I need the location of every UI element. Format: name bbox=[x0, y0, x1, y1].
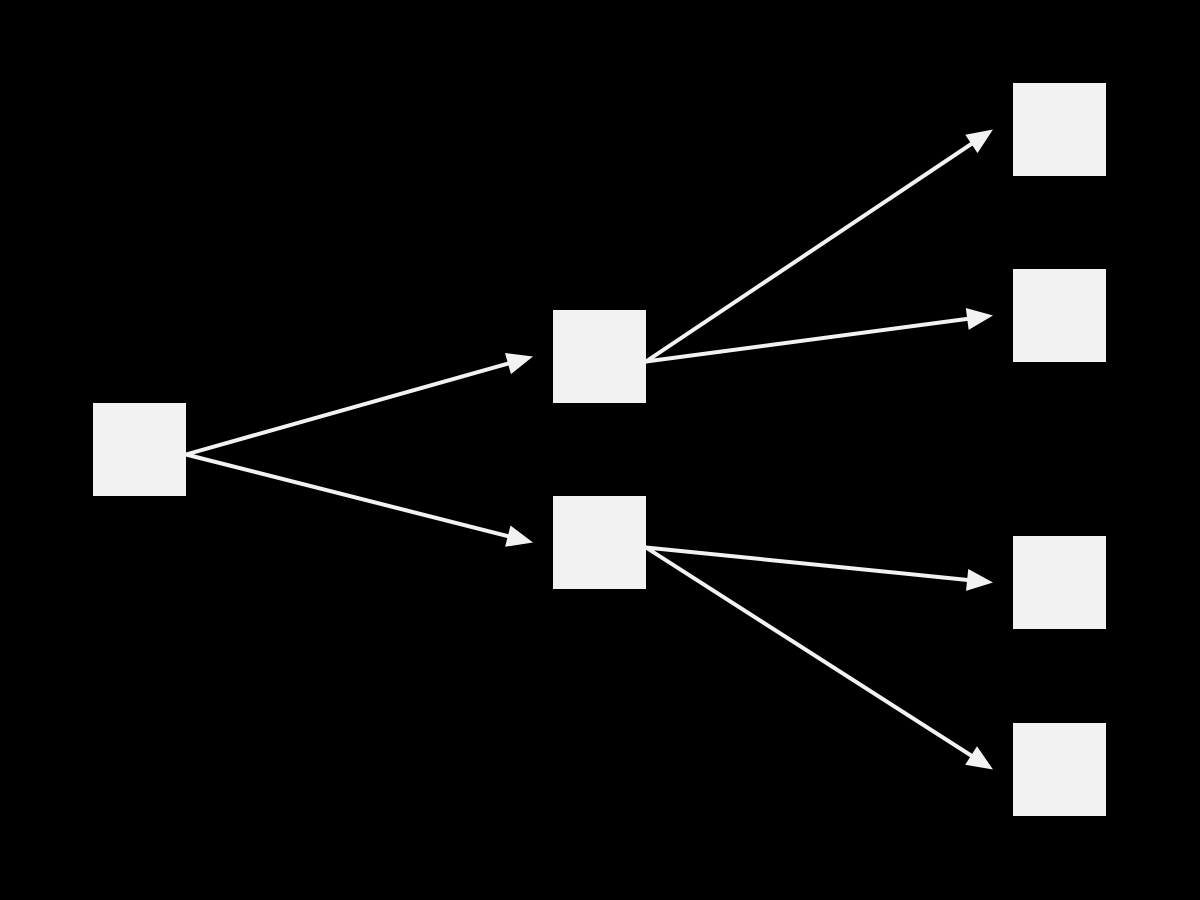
node-box bbox=[1013, 83, 1106, 176]
arrowhead-icon bbox=[965, 129, 993, 154]
node-box bbox=[1013, 536, 1106, 629]
node-mid-bottom bbox=[553, 496, 646, 589]
node-box bbox=[553, 496, 646, 589]
arrowhead-icon bbox=[966, 568, 993, 591]
edge-line bbox=[644, 545, 972, 583]
arrowhead-icon bbox=[965, 308, 993, 330]
edge-line bbox=[184, 361, 512, 457]
node-box bbox=[93, 403, 186, 496]
node-box bbox=[1013, 269, 1106, 362]
node-leaf-1 bbox=[1013, 83, 1106, 176]
edge-mid-bottom-to-leaf-4 bbox=[644, 545, 993, 770]
edge-root-to-mid-top bbox=[184, 352, 533, 457]
node-leaf-4 bbox=[1013, 723, 1106, 816]
edge-mid-top-to-leaf-2 bbox=[644, 308, 993, 364]
node-box bbox=[553, 310, 646, 403]
edge-root-to-mid-bottom bbox=[184, 452, 533, 547]
arrowhead-icon bbox=[505, 525, 533, 547]
node-box bbox=[1013, 723, 1106, 816]
node-leaf-2 bbox=[1013, 269, 1106, 362]
edge-line bbox=[644, 316, 972, 364]
node-mid-top bbox=[553, 310, 646, 403]
edges-layer bbox=[184, 129, 993, 770]
node-root bbox=[93, 403, 186, 496]
arrowhead-icon bbox=[504, 352, 533, 375]
nodes-layer bbox=[93, 83, 1106, 816]
edge-mid-bottom-to-leaf-3 bbox=[644, 545, 993, 591]
edge-line bbox=[644, 545, 975, 759]
arrowhead-icon bbox=[965, 746, 993, 770]
edge-line bbox=[644, 140, 976, 364]
edge-mid-top-to-leaf-1 bbox=[644, 129, 993, 364]
edge-line bbox=[184, 452, 512, 539]
node-leaf-3 bbox=[1013, 536, 1106, 629]
